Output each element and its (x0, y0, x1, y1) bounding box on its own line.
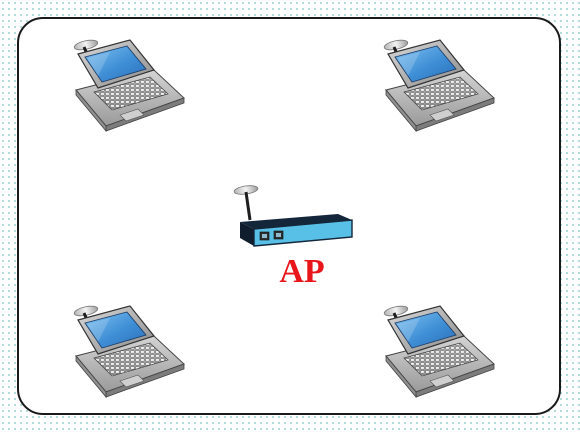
access-point[interactable] (224, 180, 360, 254)
access-point-icon (233, 185, 353, 247)
laptop-icon (381, 302, 496, 399)
laptop-icon (71, 302, 186, 399)
laptop-top-right[interactable] (370, 32, 500, 142)
laptop-bottom-left[interactable] (60, 298, 190, 408)
laptop-icon (71, 36, 186, 133)
access-point-label: AP (279, 253, 325, 290)
laptop-top-left[interactable] (60, 32, 190, 142)
laptop-bottom-right[interactable] (370, 298, 500, 408)
laptop-icon (381, 36, 496, 133)
